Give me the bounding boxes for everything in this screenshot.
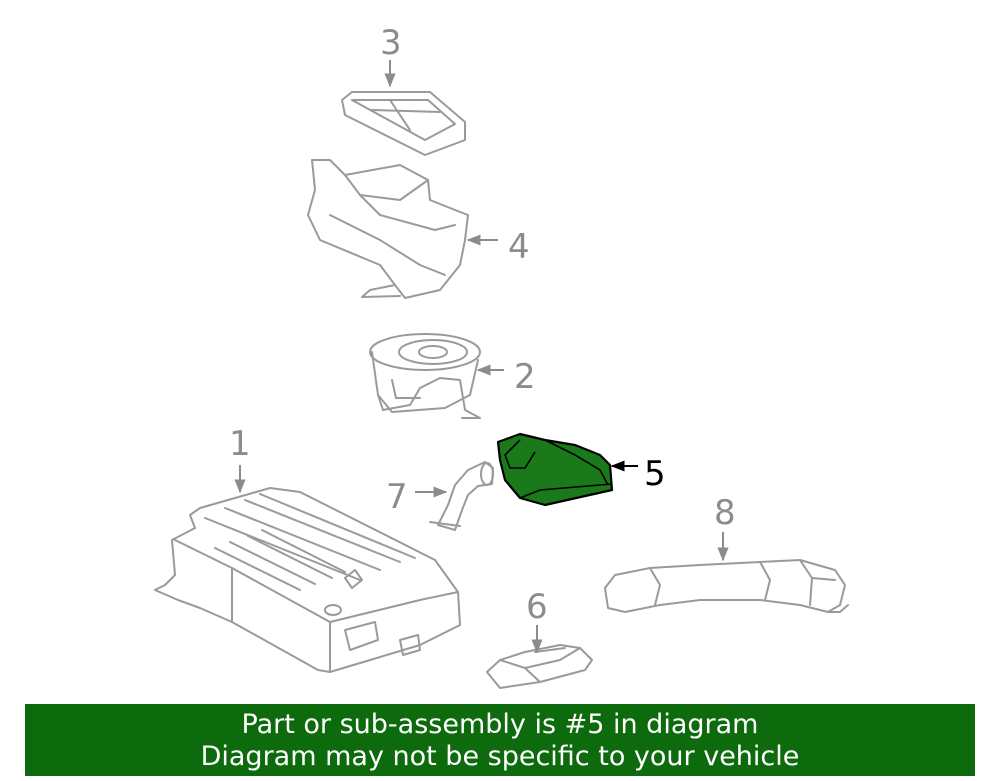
part-5-duct-highlighted[interactable]: [496, 432, 614, 507]
part-6-bracket[interactable]: [486, 644, 593, 689]
info-banner: Part or sub-assembly is #5 in diagram Di…: [25, 704, 975, 776]
banner-line-2: Diagram may not be specific to your vehi…: [200, 741, 800, 772]
part-1-battery[interactable]: [154, 487, 461, 673]
part-4-duct[interactable]: [307, 159, 469, 299]
parts-diagram: 3 4 2 5 7: [154, 23, 849, 689]
callout-8[interactable]: 8: [714, 493, 736, 533]
callout-7[interactable]: 7: [386, 477, 408, 517]
callout-3[interactable]: 3: [380, 23, 402, 63]
callout-4[interactable]: 4: [508, 227, 530, 267]
callout-1[interactable]: 1: [229, 424, 251, 464]
banner-line-1: Part or sub-assembly is #5 in diagram: [241, 709, 759, 740]
part-3-cover[interactable]: [341, 91, 466, 156]
part-7-elbow[interactable]: [429, 461, 494, 531]
callout-5[interactable]: 5: [644, 454, 666, 494]
callout-2[interactable]: 2: [514, 357, 536, 397]
part-2-blower[interactable]: [369, 333, 481, 419]
callout-6[interactable]: 6: [526, 587, 548, 627]
part-8-long-duct[interactable]: [604, 559, 849, 613]
